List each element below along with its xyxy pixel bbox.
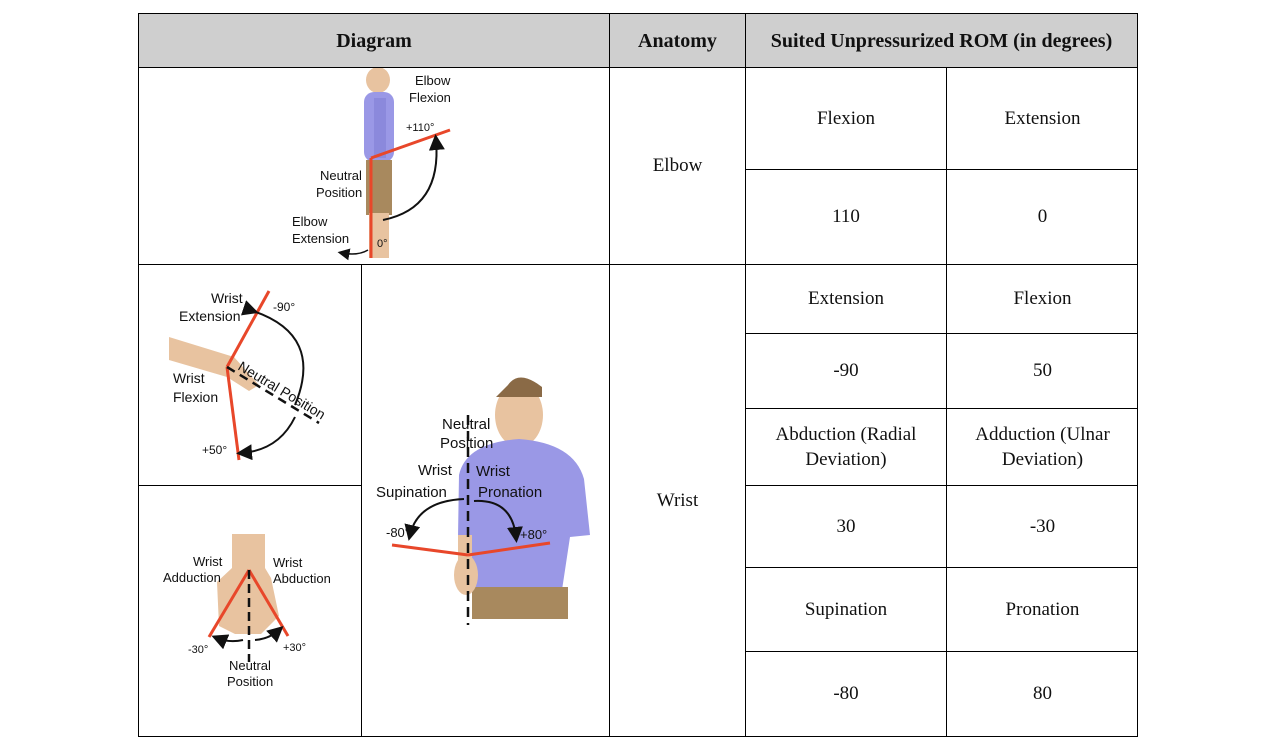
header-anatomy: Anatomy [610, 13, 745, 68]
anatomy-wrist: Wrist [656, 489, 699, 511]
elbow-extension-value: 0 [1037, 206, 1048, 228]
rotation-neutral-caption-1: Neutral [442, 416, 490, 433]
anatomy-elbow: Elbow [652, 155, 703, 177]
rotation-pos-angle: +80° [520, 527, 547, 542]
elbow-extension-label: Extension [1004, 107, 1081, 129]
figure-elbow [364, 68, 394, 258]
wrist-dev-pos-angle: +30° [283, 642, 306, 654]
elbow-extension-caption-1: Elbow [292, 214, 328, 229]
wrist-deviation-diagram: Wrist Adduction Wrist Abduction -30° +30… [163, 534, 331, 689]
wrist-pronation-label: Pronation [1005, 598, 1080, 620]
wrist-dev-neutral-caption-1: Neutral [229, 658, 271, 673]
rotation-supination-caption-1: Wrist [418, 462, 453, 479]
wrist-supination-value: -80 [833, 683, 859, 705]
elbow-flexion-angle: +110° [406, 122, 434, 134]
header-diagram: Diagram [138, 13, 610, 68]
wrist-ext-angle: -90° [273, 300, 295, 314]
rotation-pronation-caption-1: Wrist [476, 463, 511, 480]
header-rom: Suited Unpressurized ROM (in degrees) [745, 13, 1138, 68]
elbow-extension-angle: 0° [377, 238, 388, 250]
wrist-pronation-value: 80 [1033, 683, 1052, 705]
wrist-flexion-diagram: Wrist Extension -90° Wrist Flexion Neutr… [169, 290, 328, 461]
wrist-abduction-caption-2: Abduction [273, 571, 331, 586]
wrist-adduction-caption-2: Adduction [163, 570, 221, 585]
wrist-dev-neutral-caption-2: Position [227, 674, 273, 689]
rotation-pronation-caption-2: Pronation [478, 484, 542, 501]
wrist-adduction-value: -30 [1029, 515, 1056, 537]
wrist-rotation-diagram: Neutral Position Wrist Supination Wrist … [376, 377, 590, 625]
wrist-flexion-label: Flexion [1013, 288, 1072, 310]
rotation-supination-caption-2: Supination [376, 484, 447, 501]
elbow-flexion-caption-2: Flexion [409, 90, 451, 105]
elbow-neutral-caption-1: Neutral [320, 168, 362, 183]
wrist-extension-caption-2: Extension [179, 308, 240, 324]
wrist-supination-label: Supination [804, 598, 888, 620]
wrist-flexion-caption-2: Flexion [173, 389, 218, 405]
wrist-extension-value: -90 [833, 360, 859, 382]
wrist-flex-angle: +50° [202, 443, 227, 457]
wrist-abduction-label: Abduction (Radial Deviation) [775, 423, 917, 470]
wrist-flexion-caption-1: Wrist [173, 370, 205, 386]
wrist-extension-caption-1: Wrist [211, 290, 243, 306]
elbow-flexion-label: Flexion [816, 107, 876, 129]
rotation-neutral-caption-2: Position [440, 435, 493, 452]
elbow-neutral-caption-2: Position [316, 185, 362, 200]
wrist-abduction-caption-1: Wrist [273, 555, 303, 570]
wrist-abduction-value: 30 [836, 515, 856, 537]
elbow-flexion-caption-1: Elbow [415, 73, 451, 88]
wrist-extension-label: Extension [808, 288, 884, 310]
elbow-diagram: Elbow Flexion +110° Neutral Position Elb… [292, 68, 451, 261]
rotation-neg-angle: -80° [386, 525, 410, 540]
wrist-adduction-label: Adduction (Ulnar Deviation) [975, 423, 1110, 470]
wrist-flexion-value: 50 [1033, 360, 1052, 382]
elbow-extension-caption-2: Extension [292, 231, 349, 246]
wrist-adduction-caption-1: Wrist [193, 554, 223, 569]
wrist-dev-neg-angle: -30° [188, 644, 208, 656]
elbow-flexion-value: 110 [832, 206, 860, 228]
